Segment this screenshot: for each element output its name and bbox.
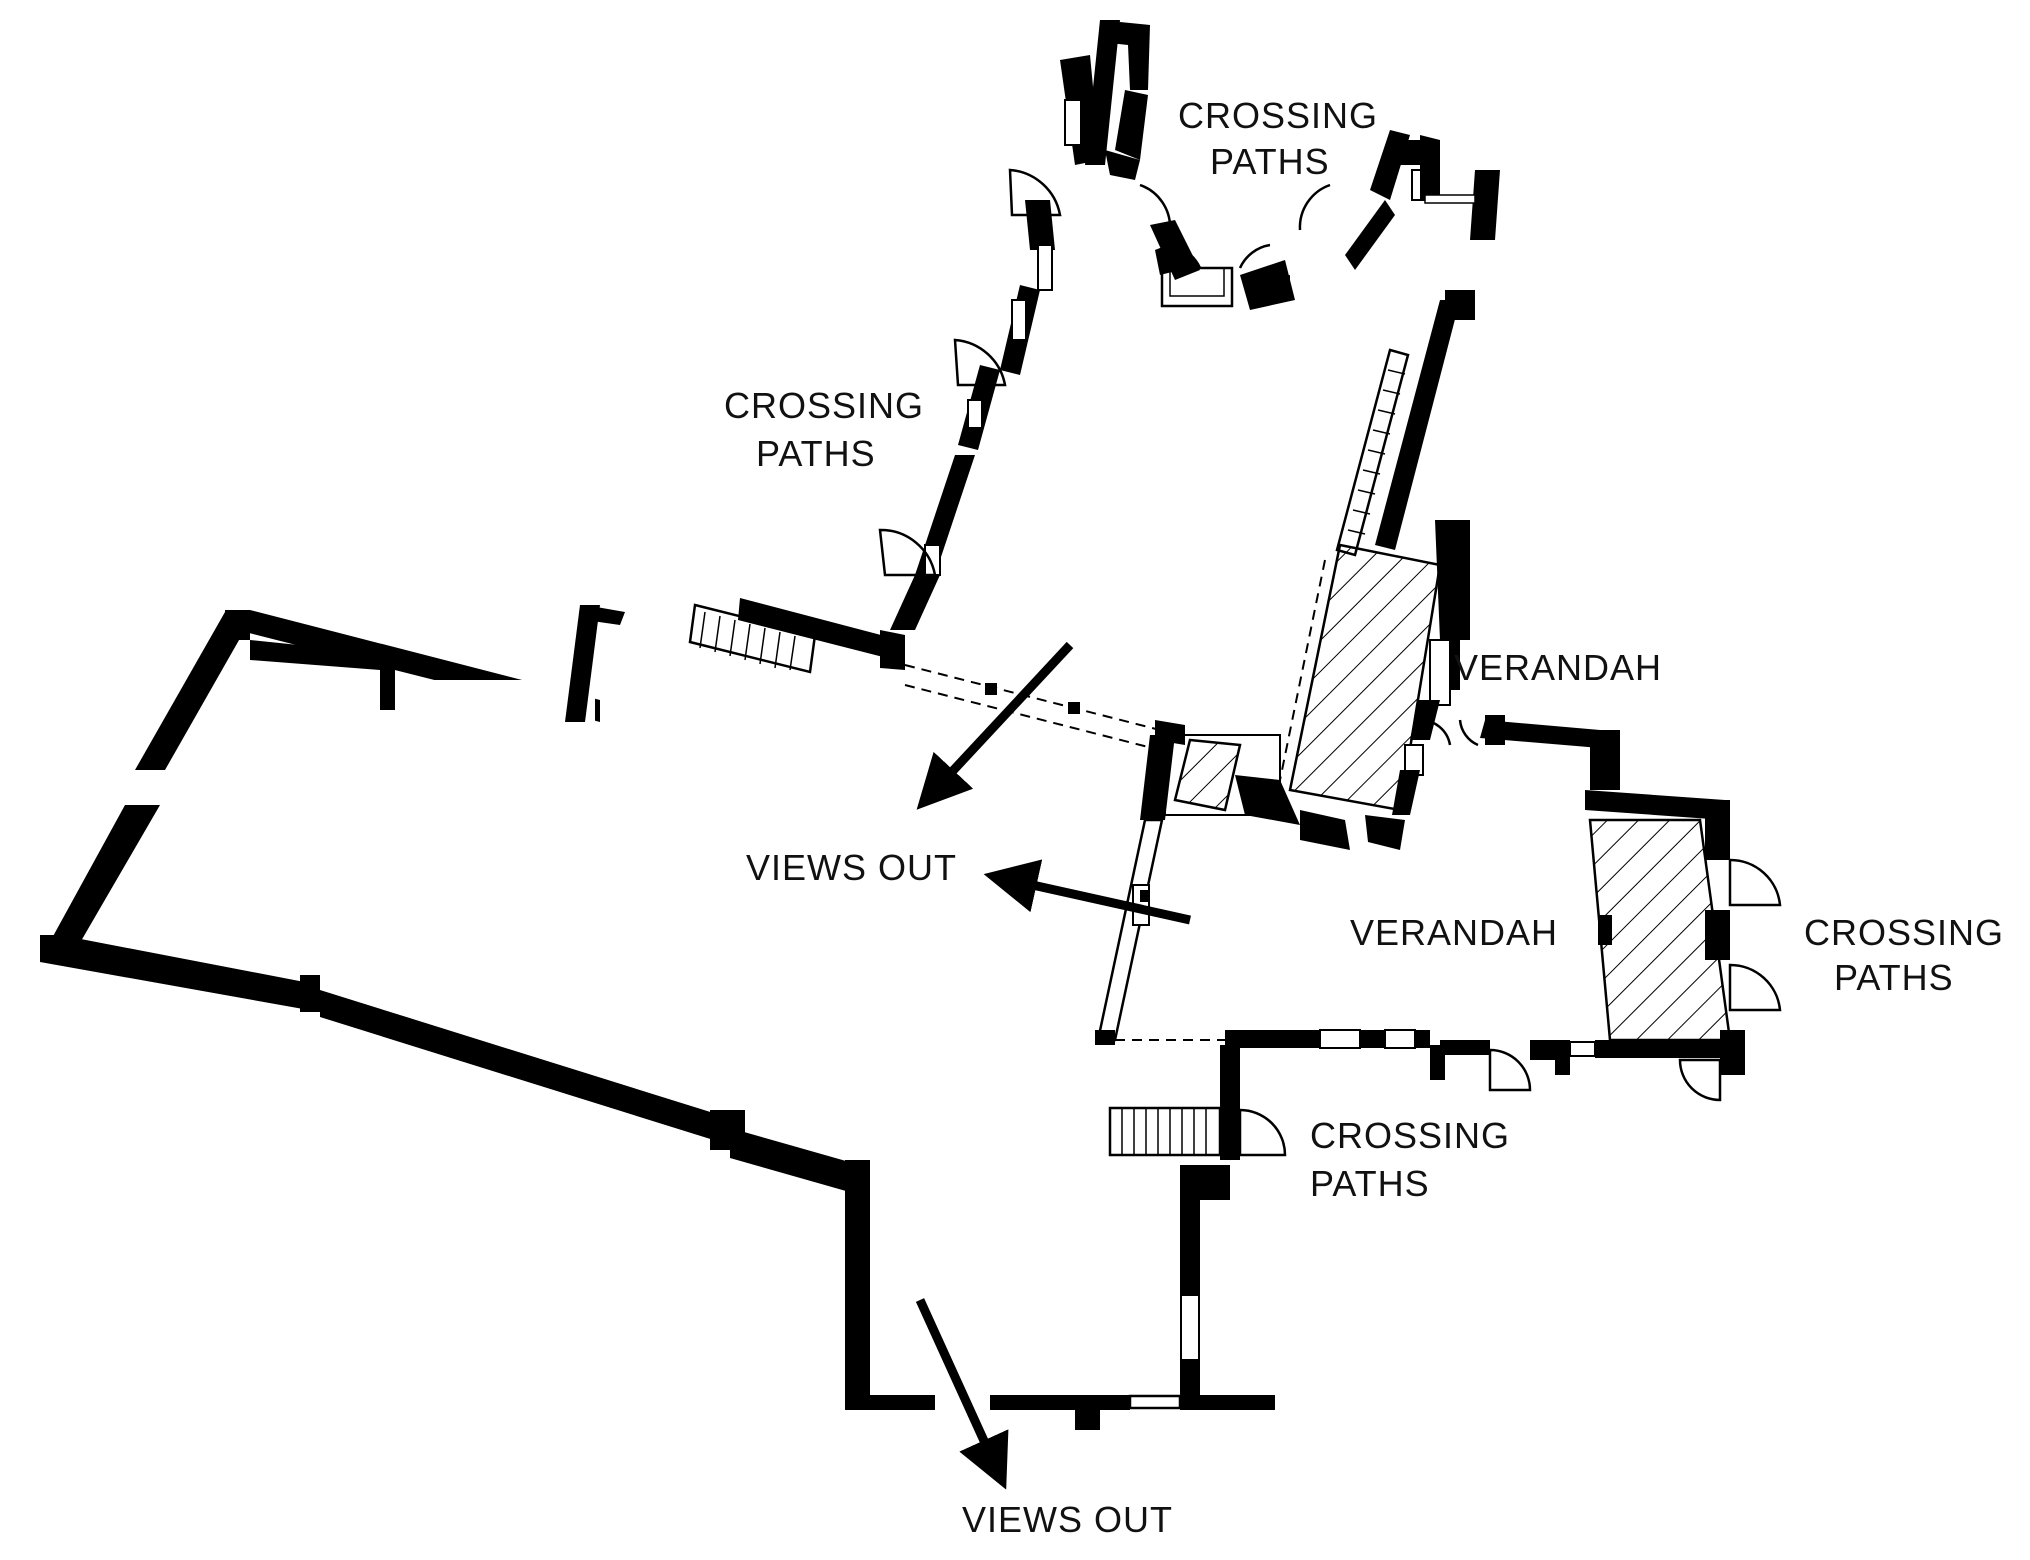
label-views-out-mid: VIEWS OUT [746,847,957,888]
views-out-arrow-2 [983,859,1191,925]
label-crossing-top-2: PATHS [1210,141,1330,182]
label-crossing-top-1: CROSSING [1178,95,1378,136]
label-crossing-right-2: PATHS [1834,957,1954,998]
north-wing-walls [890,20,1500,850]
plan-labels: CROSSING PATHS CROSSING PATHS VERANDAH V… [724,95,2004,1540]
label-crossing-bottom-2: PATHS [1310,1163,1430,1204]
main-hall-walls [40,605,1275,1430]
hall-top-wall [688,598,1185,751]
label-crossing-right-1: CROSSING [1804,912,2004,953]
view-arrows [915,641,1191,1490]
east-wing-walls [1095,715,1782,1160]
views-out-arrow-1 [916,641,1074,810]
label-verandah-lower: VERANDAH [1350,912,1558,953]
label-crossing-bottom-1: CROSSING [1310,1115,1510,1156]
door-swings [878,168,1331,577]
label-crossing-left-2: PATHS [756,433,876,474]
label-crossing-left-1: CROSSING [724,385,924,426]
label-views-out-bottom: VIEWS OUT [962,1499,1173,1540]
label-verandah-upper: VERANDAH [1454,647,1662,688]
views-out-arrow-3 [915,1298,1009,1490]
